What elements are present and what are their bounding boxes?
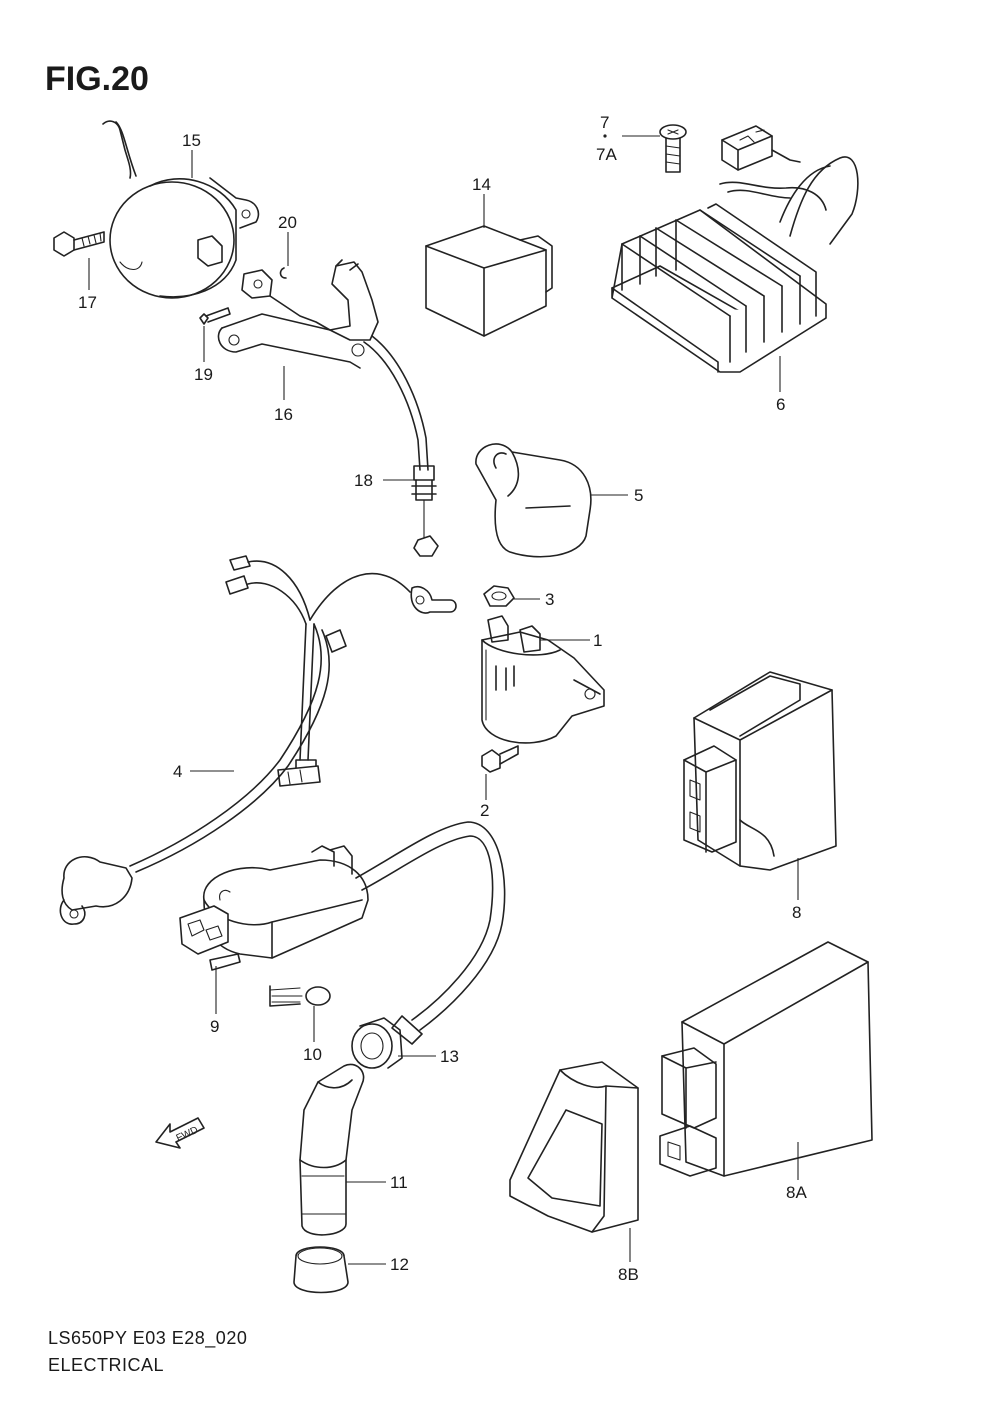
- part-11-plug-cap: [299, 1063, 365, 1236]
- high-tension-lead: [355, 821, 506, 1045]
- callout-18: 18: [354, 471, 373, 490]
- callout-9: 9: [210, 1017, 219, 1036]
- callout-15: 15: [182, 131, 201, 150]
- callout-7-dot: [603, 134, 607, 138]
- part-19-pin: [199, 307, 231, 325]
- model-code: LS650PY E03 E28_020: [48, 1328, 248, 1348]
- callout-3: 3: [545, 590, 554, 609]
- callout-12: 12: [390, 1255, 409, 1274]
- part-10-screw: [269, 985, 331, 1007]
- leader-lines: [88, 135, 799, 1265]
- fwd-arrow-icon: FWD: [155, 1117, 205, 1149]
- part-14-relay: [425, 225, 553, 337]
- part-3-nut: [483, 585, 515, 607]
- callout-2: 2: [480, 801, 489, 820]
- callout-13: 13: [440, 1047, 459, 1066]
- part-13-boot: [351, 1017, 403, 1069]
- part-6-regulator: [611, 125, 859, 373]
- section-name: ELECTRICAL: [48, 1355, 165, 1375]
- part-16-bracket: [217, 259, 379, 369]
- part-15-horn: [102, 120, 260, 299]
- callout-4: 4: [173, 762, 182, 781]
- callout-17: 17: [78, 293, 97, 312]
- callout-labels: 15 17 20 19 16 18 14 7 7A 6 5 3 1 2 4 8 …: [78, 113, 807, 1284]
- callout-19: 19: [194, 365, 213, 384]
- part-7-screw: [659, 124, 687, 173]
- callout-11: 11: [390, 1173, 408, 1192]
- part-2-bolt: [481, 745, 519, 773]
- part-8a-igniter: [659, 941, 873, 1177]
- callout-16: 16: [274, 405, 293, 424]
- part-5-cap: [475, 443, 592, 558]
- part-8b-case: [509, 1061, 639, 1233]
- part-17-bolt: [53, 231, 105, 257]
- callout-20: 20: [278, 213, 297, 232]
- callout-10: 10: [303, 1045, 322, 1064]
- callout-5: 5: [634, 486, 643, 505]
- callout-6: 6: [776, 395, 785, 414]
- part-1-starter-relay: [481, 615, 605, 744]
- figure-title: FIG.20: [45, 60, 149, 98]
- callout-8: 8: [792, 903, 801, 922]
- callout-7a: 7A: [596, 145, 617, 164]
- part-18-switch: [363, 335, 439, 557]
- part-8-cdi: [683, 671, 837, 871]
- callout-1: 1: [593, 631, 602, 650]
- part-9-ignition-coil: [179, 845, 369, 971]
- part-20-clip: [279, 267, 287, 279]
- callout-14: 14: [472, 175, 491, 194]
- callout-8a: 8A: [786, 1183, 807, 1202]
- part-4-harness: [59, 555, 457, 925]
- callout-8b: 8B: [618, 1265, 639, 1284]
- part-12-seal: [293, 1246, 349, 1294]
- callout-7: 7: [600, 113, 609, 132]
